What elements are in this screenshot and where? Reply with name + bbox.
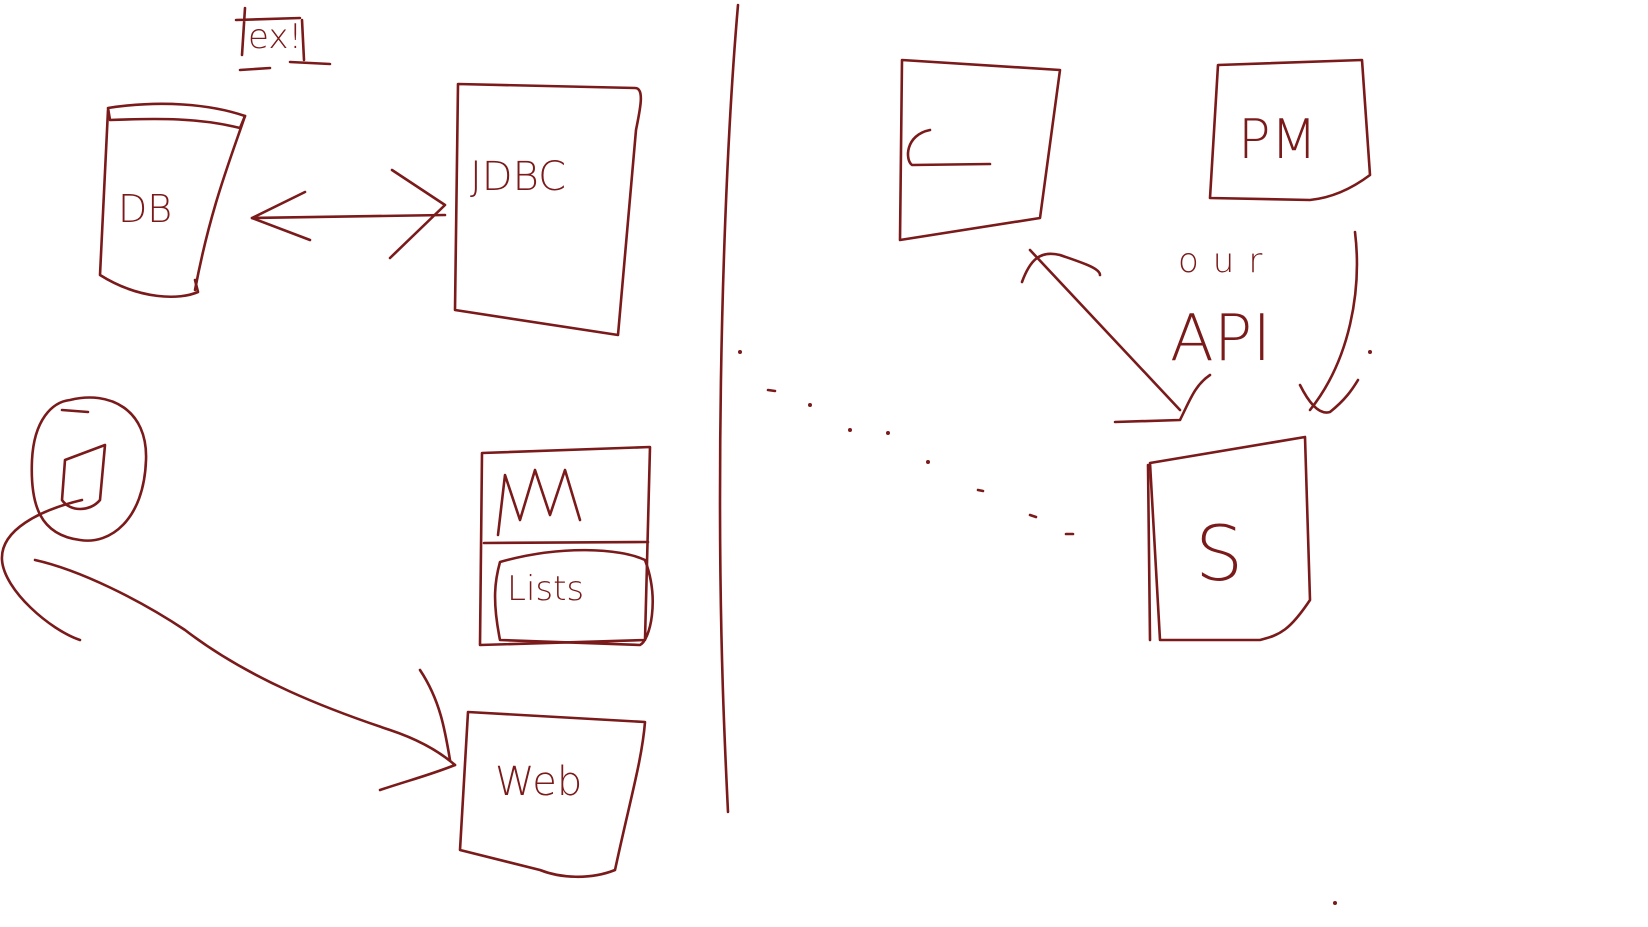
panel-divider: [718, 3, 740, 814]
web-box: Web: [458, 710, 647, 879]
s-label: S: [1195, 509, 1243, 598]
top-scribble: ex!: [234, 6, 332, 72]
user-icon: [30, 396, 148, 542]
c-s-arrow: [1020, 248, 1212, 424]
db-jdbc-arrow: [250, 168, 447, 260]
web-label: Web: [495, 759, 582, 805]
pm-label: PM: [1238, 108, 1317, 171]
api-line2: API: [1170, 302, 1271, 376]
c-box: C: [898, 58, 1062, 242]
jdbc-box: JDBC: [453, 82, 643, 337]
api-label-group: our API: [1170, 241, 1276, 376]
jdbc-label: JDBC: [470, 154, 566, 200]
pm-box: PM: [1208, 58, 1372, 202]
top-scribble-text: ex!: [248, 17, 302, 57]
api-line1: our: [1178, 241, 1276, 281]
db-label: DB: [118, 187, 172, 231]
db-cylinder: DB: [98, 102, 247, 299]
lists-box: Lists: [478, 445, 654, 647]
pm-s-arrow: [1298, 230, 1360, 414]
user-web-arrow: [0, 498, 457, 792]
s-box: S: [1146, 435, 1312, 642]
dotted-trail: [738, 350, 1372, 905]
lists-label: Lists: [507, 569, 584, 609]
